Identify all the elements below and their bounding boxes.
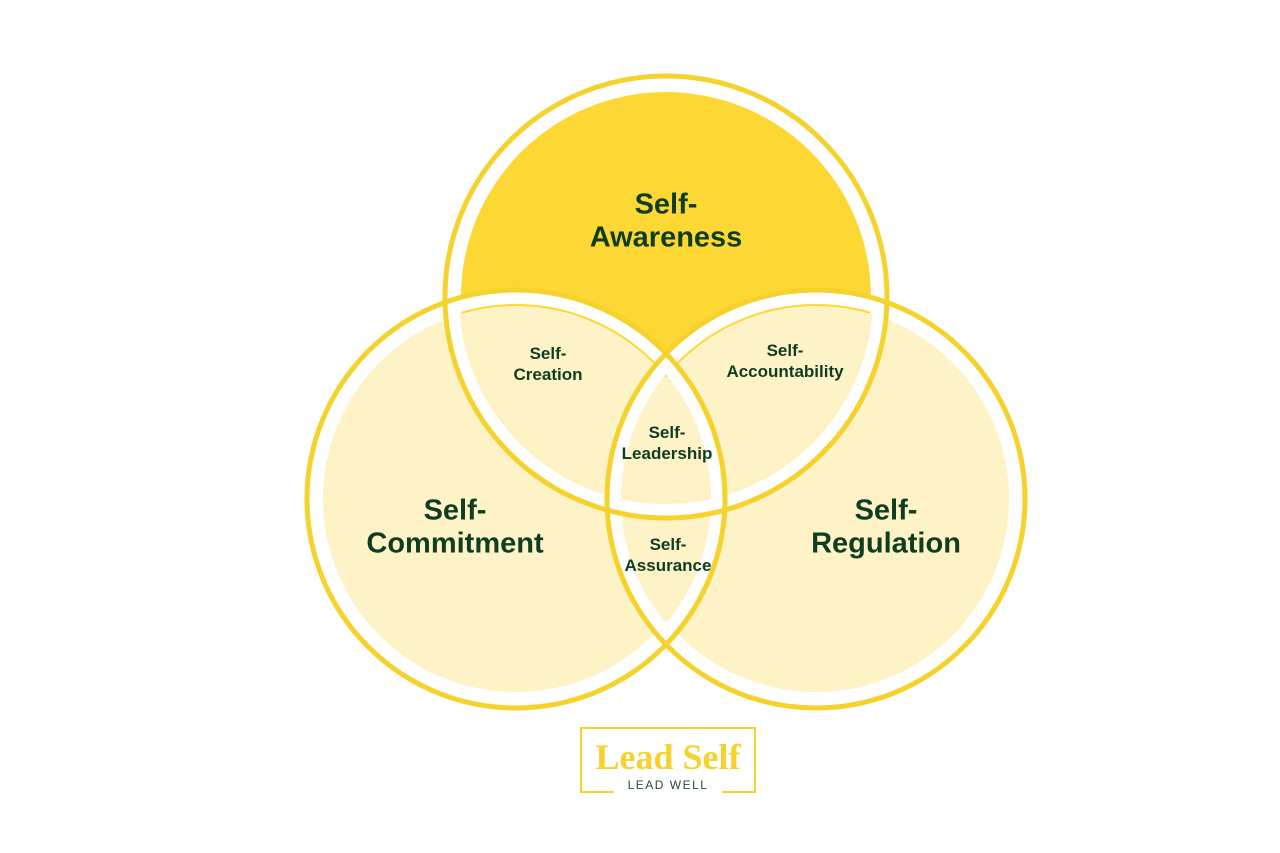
label-self-accountability: Self- Accountability bbox=[726, 340, 844, 381]
ring-commitment bbox=[304, 287, 728, 711]
gap-ring-regulation bbox=[607, 290, 1025, 708]
ring-regulation bbox=[604, 287, 1028, 711]
gap-ring-awareness bbox=[445, 76, 887, 518]
label-self-awareness: Self- Awareness bbox=[589, 188, 743, 254]
label-self-leadership: Self- Leadership bbox=[621, 422, 713, 463]
label-self-regulation: Self- Regulation bbox=[811, 494, 961, 560]
label-self-assurance: Self- Assurance bbox=[624, 534, 712, 575]
label-self-commitment: Self- Commitment bbox=[366, 494, 544, 560]
label-self-creation: Self- Creation bbox=[513, 343, 583, 384]
gap-ring-commitment bbox=[307, 290, 725, 708]
lead-self-logo: Lead Self LEAD WELL bbox=[580, 727, 756, 793]
logo-tagline: LEAD WELL bbox=[614, 775, 722, 793]
ring-awareness bbox=[442, 73, 890, 521]
logo-title: Lead Self bbox=[595, 737, 741, 777]
